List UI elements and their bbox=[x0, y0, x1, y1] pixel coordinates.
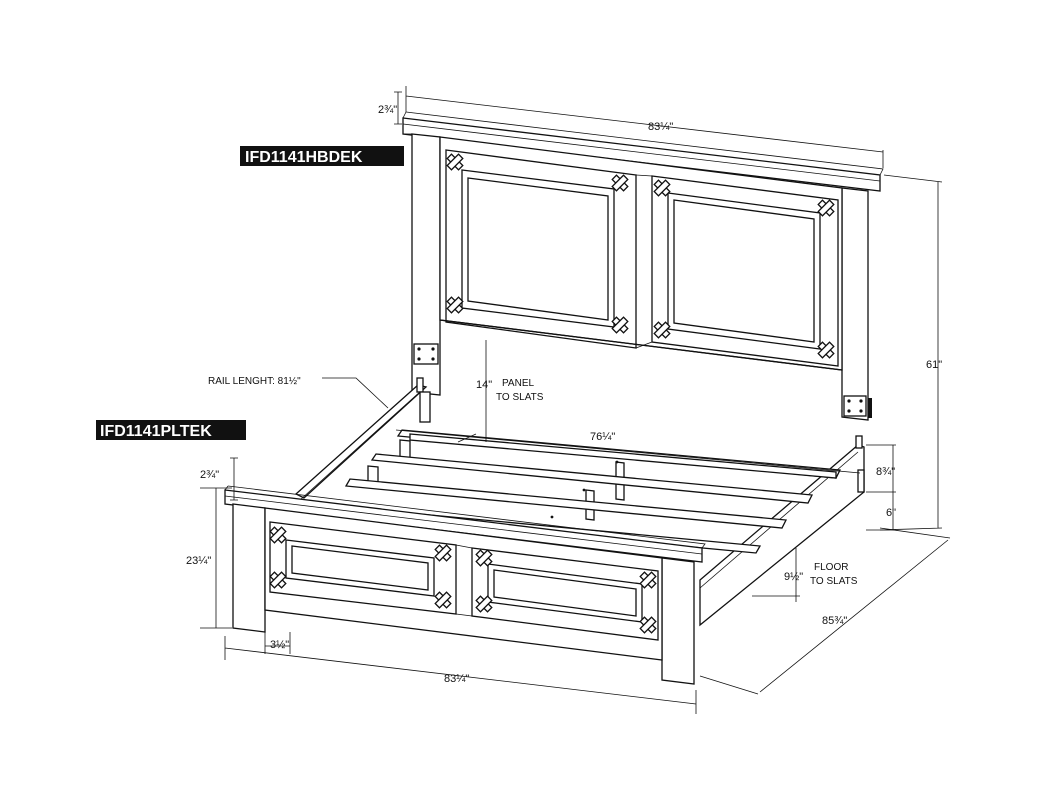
rail-height-label: 8¾" bbox=[876, 466, 895, 478]
corner-bracket-icons bbox=[446, 153, 835, 359]
footboard bbox=[224, 485, 706, 685]
rail-length-label: RAIL LENGHT: 81½" bbox=[208, 376, 301, 387]
hb-width-label: 83¼" bbox=[648, 121, 673, 133]
panel-to-slats-note-1: PANEL bbox=[502, 378, 534, 389]
total-length-label: 85¾" bbox=[822, 615, 847, 627]
side-rails-and-slats bbox=[294, 377, 865, 627]
leg-width-label: 3½" bbox=[270, 639, 289, 651]
dimension-lines bbox=[200, 86, 951, 714]
inner-width-label: 76¼" bbox=[590, 431, 615, 443]
hb-cap-height-label: 2¾" bbox=[378, 104, 397, 116]
floor-to-slats-note-2: TO SLATS bbox=[810, 576, 858, 587]
headboard-model-text: IFD1141HBDEK bbox=[245, 149, 363, 166]
floor-to-slats-value: 9½" bbox=[784, 571, 803, 583]
headboard bbox=[402, 111, 884, 421]
platform-model-text: IFD1141PLTEK bbox=[100, 423, 212, 440]
fb-height-label: 23¼" bbox=[186, 555, 211, 567]
leg-clearance-label: 6" bbox=[886, 507, 896, 519]
panel-to-slats-note-2: TO SLATS bbox=[496, 392, 544, 403]
fb-width-label: 83¼" bbox=[444, 673, 469, 685]
floor-to-slats-note-1: FLOOR bbox=[814, 562, 848, 573]
footboard-corner-bracket-icons bbox=[269, 526, 657, 634]
hb-total-height-label: 61" bbox=[926, 359, 942, 371]
fb-cap-height-label: 2¾" bbox=[200, 469, 219, 481]
panel-to-slats-value: 14" bbox=[476, 379, 492, 391]
model-label-platform: IFD1141PLTEK bbox=[96, 420, 246, 440]
model-label-headboard: IFD1141HBDEK bbox=[240, 146, 404, 166]
